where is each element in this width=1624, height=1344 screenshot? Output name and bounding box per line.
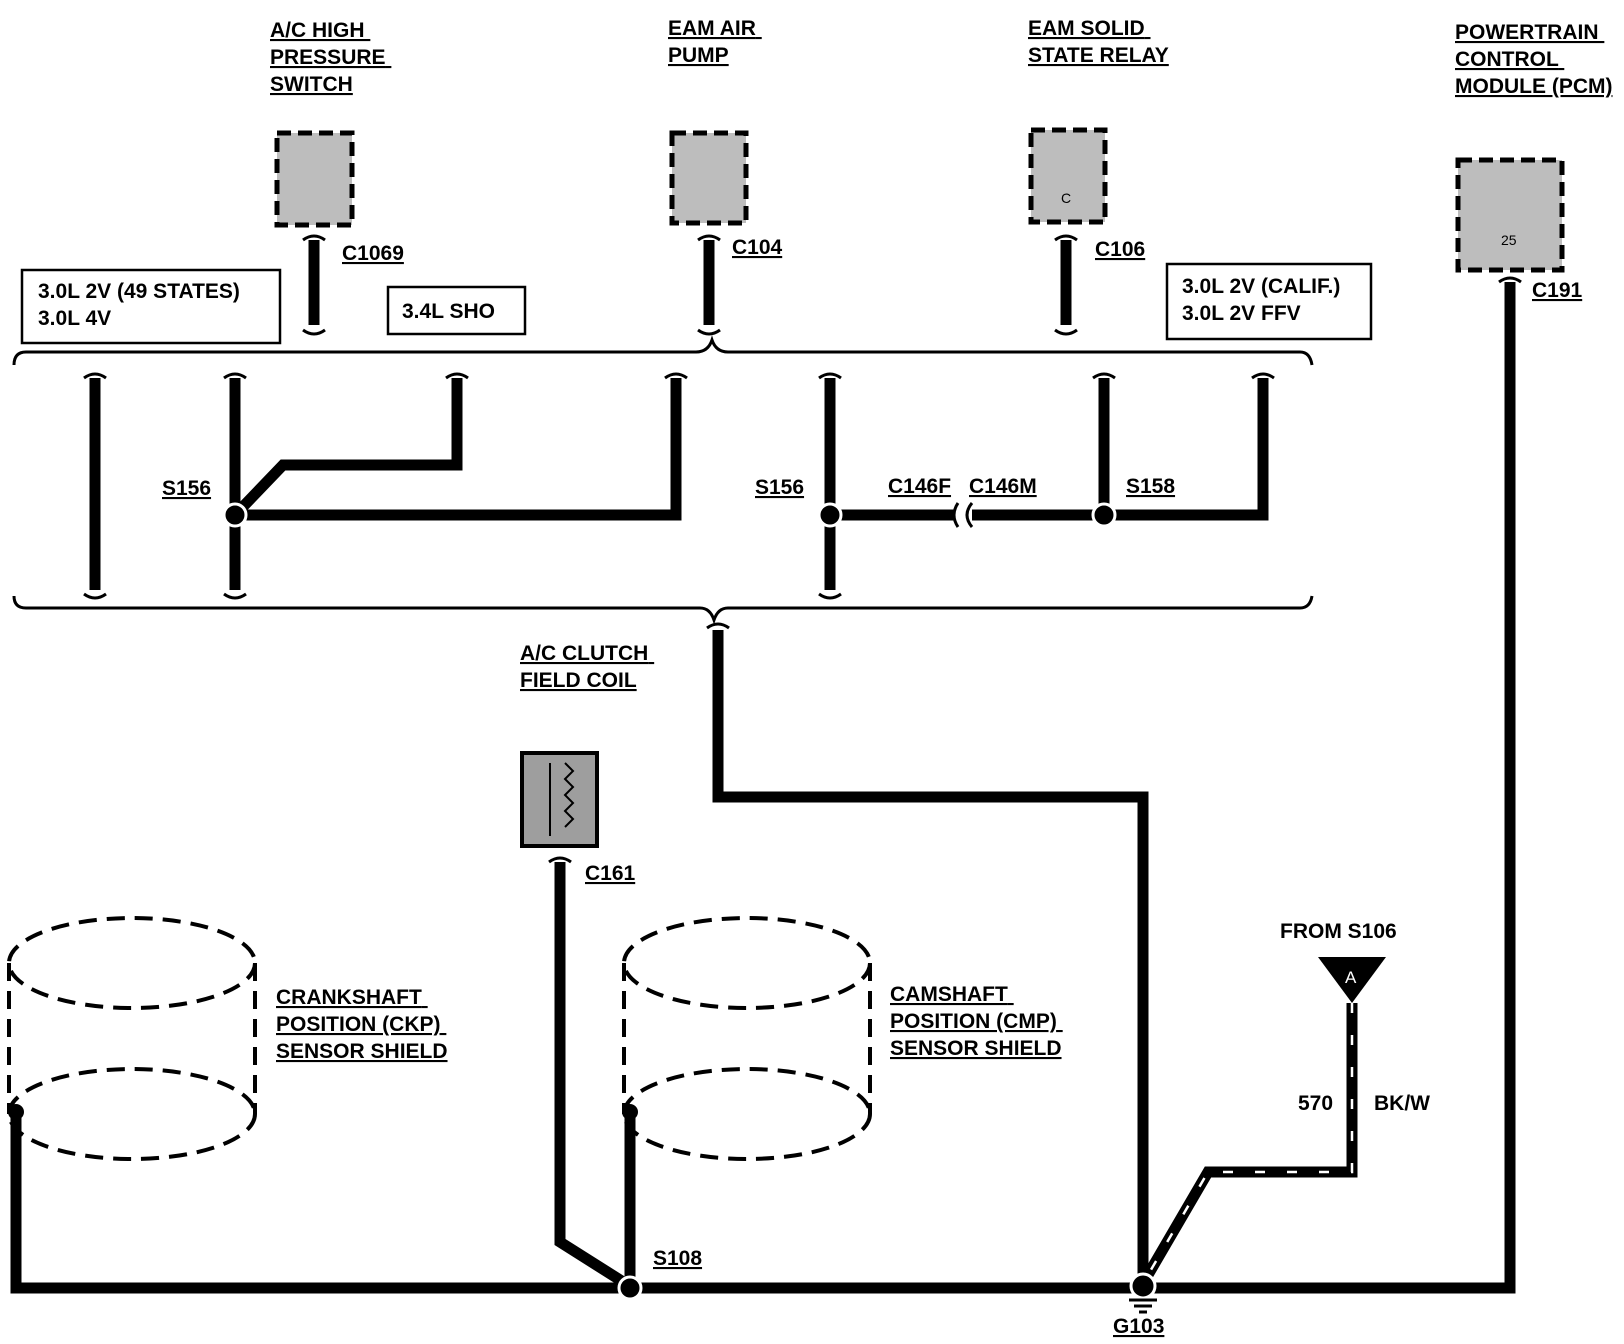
ac-clutch-connector-icon — [706, 622, 730, 630]
top-brace — [12, 335, 1314, 366]
s156-right-splice — [817, 502, 843, 528]
ac-high-pressure-switch-label: A/C HIGH PRESSURE SWITCH — [270, 19, 391, 96]
sho-branch-b-connector-icon — [664, 372, 688, 380]
c161-connector-icon — [548, 856, 572, 864]
s108-label: S108 — [653, 1247, 702, 1270]
s158-label: S158 — [1126, 475, 1175, 498]
s158-connector-icon — [1092, 372, 1275, 380]
c191-label: C191 — [1532, 279, 1583, 302]
passthrough-connector-icon — [83, 372, 107, 600]
c1069-label: C1069 — [342, 242, 404, 265]
from-s106-pin-label: A — [1345, 968, 1357, 987]
from-s106-arrow-icon — [1318, 957, 1386, 1003]
variant-box-middle — [386, 285, 527, 336]
cmp-shield-connection-dot — [622, 1104, 638, 1120]
cmp-shield-label: CAMSHAFT POSITION (CMP) SENSOR SHIELD — [890, 983, 1063, 1060]
coil-symbol-icon — [549, 762, 575, 836]
ac-high-pressure-switch — [274, 130, 355, 228]
variant-middle-text: 3.4L SHO — [402, 300, 495, 323]
c104-connector-icon — [697, 234, 721, 336]
s156-left-label: S156 — [162, 477, 211, 500]
c146-connector-icon — [952, 502, 974, 528]
c146m-label: C146M — [969, 475, 1037, 498]
c1069-connector-icon — [302, 234, 326, 336]
ac-clutch-field-coil-label: A/C CLUTCH FIELD COIL — [520, 642, 654, 692]
relay-pin-label: C — [1061, 190, 1071, 206]
ac-clutch-ground-wire — [712, 630, 1149, 1288]
from-s106-label: FROM S106 — [1280, 920, 1397, 943]
g103-label: G103 — [1113, 1315, 1164, 1338]
bottom-brace — [12, 595, 1314, 625]
wire-color-label: BK/W — [1374, 1092, 1430, 1115]
pcm — [1455, 157, 1565, 273]
bkw-wire — [1140, 1003, 1358, 1283]
pcm-ground-wire — [1140, 282, 1516, 1294]
eam-solid-state-relay — [1028, 127, 1108, 225]
variant-box-right — [1165, 262, 1373, 341]
s156-left-splice — [222, 502, 248, 528]
bkw-wire-stripe — [1143, 1003, 1354, 1281]
c104-label: C104 — [732, 236, 783, 259]
variant-left-text: 3.0L 2V (49 STATES) 3.0L 4V — [38, 280, 246, 330]
c106-connector-icon — [1054, 234, 1078, 336]
sho-branch-wire-a — [231, 378, 463, 519]
c146f-label: C146F — [888, 475, 951, 498]
ac-clutch-field-coil — [520, 751, 599, 848]
variant-right-text: 3.0L 2V (CALIF.) 3.0L 2V FFV — [1182, 275, 1346, 325]
calif-connector-icon — [818, 372, 842, 600]
s156-right-label: S156 — [755, 476, 804, 499]
s158-splice — [1091, 502, 1117, 528]
c161-wire — [554, 862, 631, 1290]
eam-solid-state-relay-label: EAM SOLID STATE RELAY — [1028, 17, 1169, 67]
variant-box-left — [20, 268, 282, 345]
cmp-shield-cylinder — [622, 916, 872, 1161]
ckp-shield-cylinder — [7, 916, 257, 1161]
wire-circuit-label: 570 — [1298, 1092, 1333, 1115]
sho-branch-wire-b — [235, 378, 682, 521]
c191-connector-icon — [1498, 276, 1522, 284]
ckp-shield-connection-dot — [8, 1104, 24, 1120]
eam-air-pump — [669, 130, 749, 226]
pcm-pin-label: 25 — [1501, 232, 1517, 248]
sho-connector-icon — [223, 372, 247, 600]
s158-wire — [1098, 378, 1269, 521]
ground-bus-wire — [10, 1112, 1140, 1294]
c161-label: C161 — [585, 862, 636, 885]
g103-ground-point — [1129, 1272, 1157, 1300]
pcm-label: POWERTRAIN CONTROL MODULE (PCM) — [1455, 21, 1612, 98]
ckp-shield-label: CRANKSHAFT POSITION (CKP) SENSOR SHIELD — [276, 986, 448, 1063]
s108-splice — [617, 1275, 643, 1301]
sho-branch-a-connector-icon — [445, 372, 469, 380]
ground-symbol-icon — [1129, 1298, 1157, 1314]
eam-air-pump-label: EAM AIR PUMP — [668, 17, 762, 67]
c106-label: C106 — [1095, 238, 1145, 261]
